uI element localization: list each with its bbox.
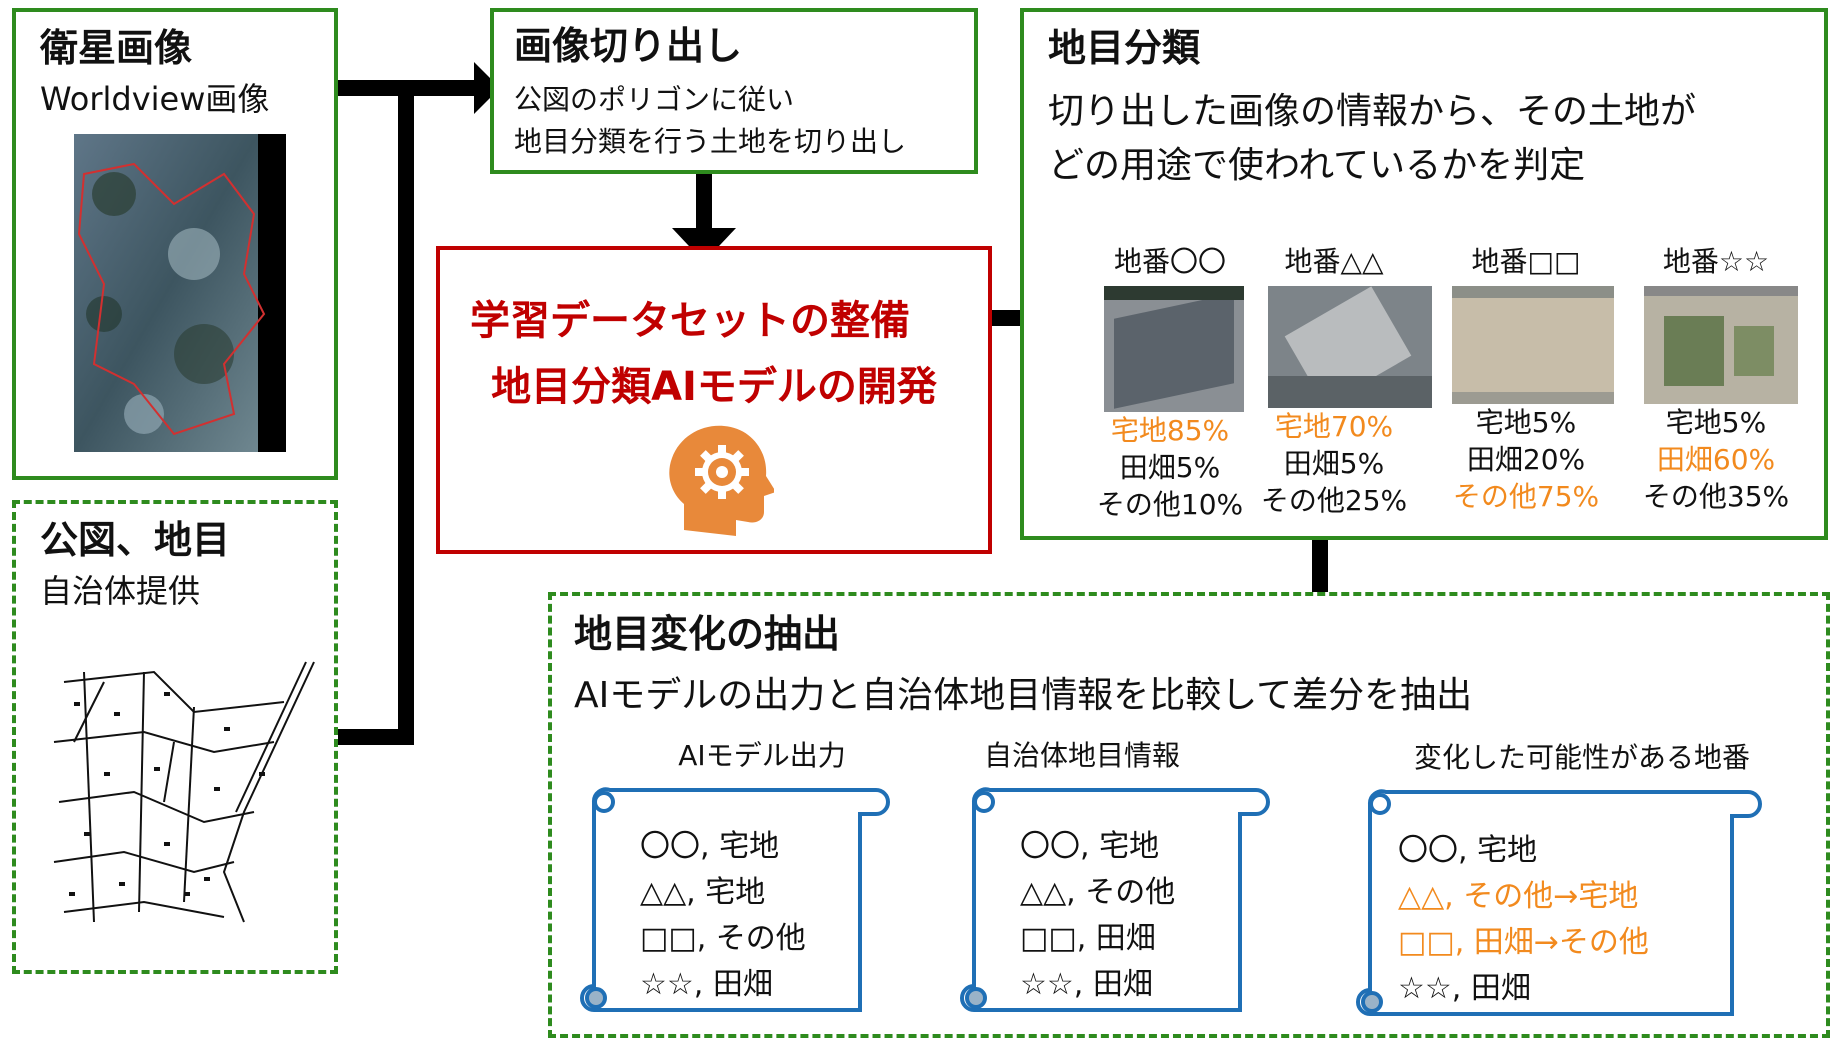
parcel-residential-pct: 宅地85% — [1110, 414, 1230, 447]
municipal-info-scroll: 〇〇, 宅地 △△, その他 □□, 田畑 ☆☆, 田畑 — [960, 780, 1278, 1030]
parcel-residential-pct: 宅地70% — [1274, 410, 1394, 443]
scroll-row: △△, その他 — [1020, 875, 1176, 910]
parcel-aerial-image — [1644, 286, 1798, 404]
parcel-other-pct: その他10% — [1096, 488, 1244, 521]
scroll-row-changed: □□, 田畑→その他 — [1398, 925, 1649, 960]
classification-line-1: 切り出した画像の情報から、その土地が — [1048, 91, 1697, 132]
scroll-row: 〇〇, 宅地 — [640, 829, 780, 864]
extraction-title: 地目変化の抽出 — [574, 612, 841, 656]
parcel-residential-pct: 宅地5% — [1665, 406, 1767, 439]
scroll-row: 〇〇, 宅地 — [1398, 833, 1538, 868]
ai-model-development-label: 地目分類AIモデルの開発 — [491, 364, 937, 410]
parcel-other-pct: その他35% — [1642, 480, 1790, 513]
parcel-label: 地番〇〇 — [1113, 245, 1226, 278]
scroll-row: □□, その他 — [640, 921, 806, 956]
scroll-row: 〇〇, 宅地 — [1020, 829, 1160, 864]
extraction-subtitle: AIモデルの出力と自治体地目情報を比較して差分を抽出 — [574, 675, 1473, 716]
scroll-row: ☆☆, 田畑 — [640, 967, 773, 1002]
scroll-row: ☆☆, 田畑 — [1398, 971, 1531, 1006]
parcel-column: 地番□□ 宅地5% 田畑20% その他75% — [1446, 240, 1614, 515]
parcel-other-pct: その他25% — [1260, 484, 1408, 517]
parcel-farmland-pct: 田畑60% — [1656, 443, 1776, 476]
dataset-preparation-label: 学習データセットの整備 — [470, 298, 910, 344]
parcel-residential-pct: 宅地5% — [1475, 406, 1577, 439]
parcel-aerial-image — [1104, 286, 1244, 412]
municipal-info-header: 自治体地目情報 — [983, 739, 1180, 772]
cutout-line-2: 地目分類を行う土地を切り出し — [514, 125, 907, 158]
cutout-line-1: 公図のポリゴンに従い — [514, 83, 795, 116]
ai-head-gear-icon — [664, 420, 774, 540]
cadastral-box: 公図、地目 自治体提供 — [12, 500, 338, 974]
parcel-label: 地番△△ — [1284, 245, 1384, 278]
scroll-row-changed: △△, その他→宅地 — [1398, 879, 1639, 914]
cadastral-title: 公図、地目 — [40, 518, 231, 562]
satellite-subtitle: Worldview画像 — [40, 80, 270, 118]
classification-box: 地目分類 切り出した画像の情報から、その土地が どの用途で使われているかを判定 … — [1020, 8, 1828, 540]
parcel-label: 地番☆☆ — [1662, 245, 1770, 278]
cutout-box: 画像切り出し 公図のポリゴンに従い 地目分類を行う土地を切り出し — [490, 8, 978, 174]
cutout-title: 画像切り出し — [514, 24, 743, 68]
satellite-image — [74, 134, 286, 452]
classification-title: 地目分類 — [1048, 26, 1201, 70]
parcel-column: 地番〇〇 宅地85% 田畑5% その他10% — [1090, 240, 1250, 523]
extraction-box: 地目変化の抽出 AIモデルの出力と自治体地目情報を比較して差分を抽出 AIモデル… — [548, 592, 1830, 1038]
cadastral-map-image — [44, 652, 334, 942]
ai-output-scroll: 〇〇, 宅地 △△, 宅地 □□, その他 ☆☆, 田畑 — [580, 780, 898, 1030]
parcel-aerial-image — [1452, 286, 1614, 404]
scroll-row: ☆☆, 田畑 — [1020, 967, 1153, 1002]
parcel-column: 地番△△ 宅地70% 田畑5% その他25% — [1254, 240, 1432, 519]
changed-parcels-scroll: 〇〇, 宅地 △△, その他→宅地 □□, 田畑→その他 ☆☆, 田畑 — [1356, 782, 1768, 1034]
parcel-other-pct: その他75% — [1452, 480, 1600, 513]
satellite-title: 衛星画像 — [40, 26, 193, 70]
parcel-farmland-pct: 田畑5% — [1119, 451, 1221, 484]
parcel-aerial-image — [1268, 286, 1432, 408]
parcel-farmland-pct: 田畑5% — [1283, 447, 1385, 480]
parcel-label: 地番□□ — [1471, 245, 1581, 278]
classification-line-2: どの用途で使われているかを判定 — [1048, 145, 1586, 186]
ai-development-box: 学習データセットの整備 地目分類AIモデルの開発 — [436, 246, 992, 554]
parcel-column: 地番☆☆ 宅地5% 田畑60% その他35% — [1636, 240, 1798, 515]
ai-output-header: AIモデル出力 — [678, 739, 846, 772]
scroll-row: △△, 宅地 — [640, 875, 766, 910]
parcel-farmland-pct: 田畑20% — [1466, 443, 1586, 476]
changed-parcels-header: 変化した可能性がある地番 — [1413, 741, 1750, 774]
satellite-box: 衛星画像 Worldview画像 — [12, 8, 338, 480]
cadastral-subtitle: 自治体提供 — [40, 572, 201, 610]
scroll-row: □□, 田畑 — [1020, 921, 1156, 956]
